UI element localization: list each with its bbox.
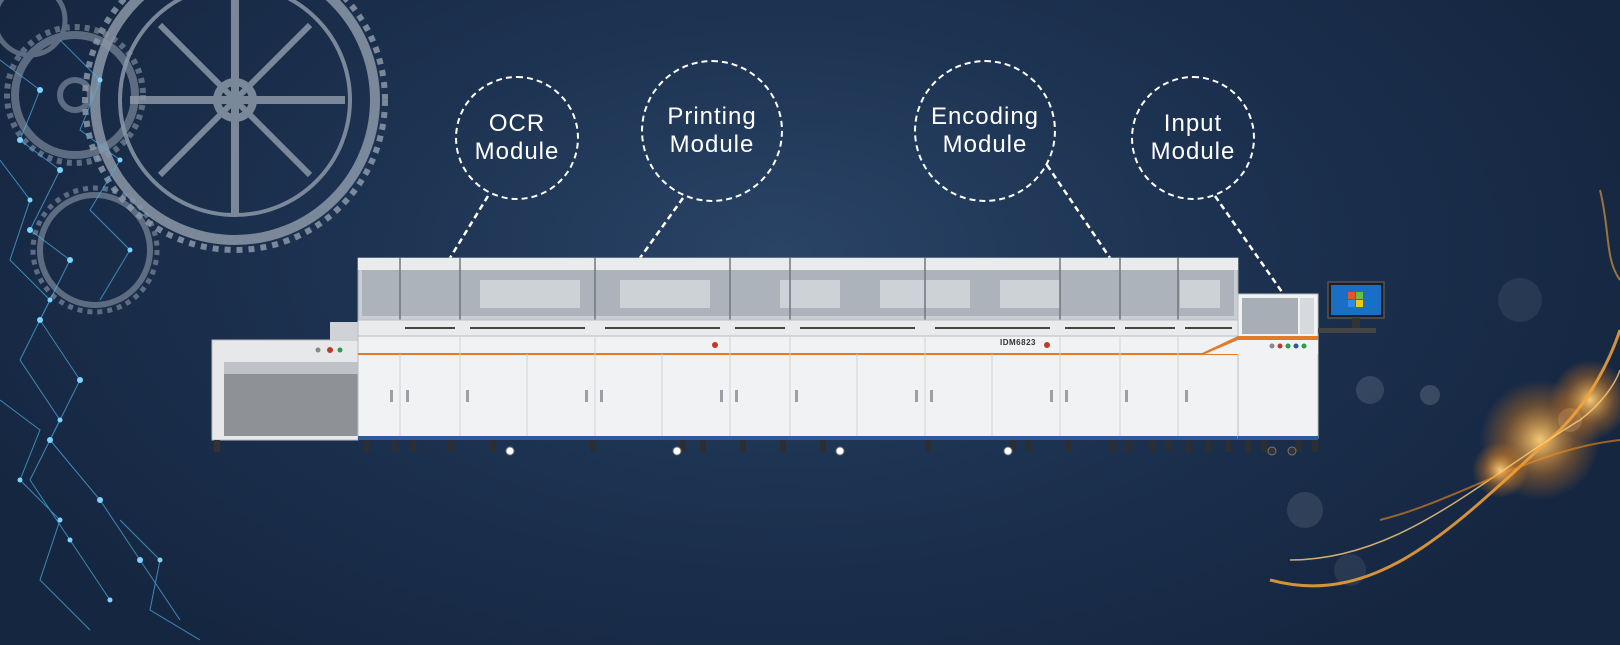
callout-line-2: Module <box>1150 138 1236 165</box>
machine-feet <box>364 440 1318 452</box>
callout-line-1: Encoding <box>930 103 1040 130</box>
printing-module-callout: Printing Module <box>641 60 783 202</box>
gear-icon <box>82 0 388 253</box>
callout-line-2: Module <box>942 131 1028 158</box>
monitor-icon <box>1318 281 1385 333</box>
callout-line-1: OCR <box>488 110 546 137</box>
network-nodes <box>17 77 163 603</box>
callout-line-1: Printing <box>667 103 757 130</box>
callout-line-2: Module <box>669 131 755 158</box>
encoding-module-callout: Encoding Module <box>914 60 1056 202</box>
ocr-module-callout: OCR Module <box>455 76 579 200</box>
gear-icon <box>0 0 160 315</box>
input-module-callout: Input Module <box>1131 76 1255 200</box>
callout-line-2: Module <box>474 138 560 165</box>
caster-wheels <box>505 446 1297 456</box>
machine-lower-cabinet <box>357 335 1239 440</box>
input-module-cabinet <box>1200 293 1319 440</box>
handle-rail <box>357 319 1239 337</box>
machine-upper-housing <box>357 257 1239 321</box>
light-streaks <box>1269 189 1620 588</box>
callout-line-1: Input <box>1163 110 1223 137</box>
machine-model-label: IDM6823 <box>1000 338 1036 347</box>
output-conveyor <box>211 322 360 452</box>
